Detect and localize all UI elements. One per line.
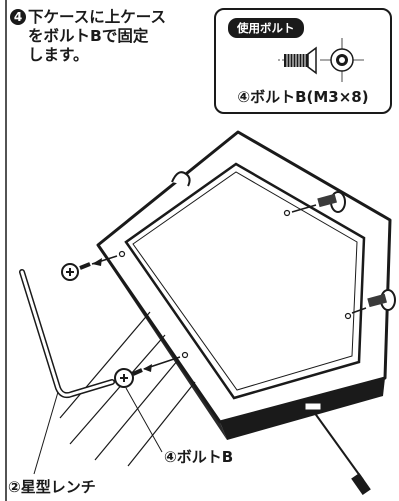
bolt-left-top xyxy=(61,255,118,281)
step-line-2: をボルトBで固定 xyxy=(28,27,149,45)
bolt-hole-right-top xyxy=(283,209,291,217)
wrench-callout: ②星型レンチ xyxy=(8,478,96,496)
bolt-leader xyxy=(125,387,163,453)
bolt-hole-left-bottom xyxy=(181,351,189,359)
case-port-slot xyxy=(305,403,321,410)
wrench-leader xyxy=(33,391,59,475)
bolt-right-top xyxy=(291,191,346,213)
bolt-spec-box: 使用ボルト ④ボルトB(M3×8) xyxy=(214,8,392,114)
bolt-right-bottom xyxy=(351,289,396,314)
torx-head-icon xyxy=(320,38,364,82)
bolt-left-bottom xyxy=(114,356,181,388)
bolt-callout: ④ボルトB xyxy=(164,448,234,466)
power-cable-icon xyxy=(313,411,371,496)
step-number-badge: 4 xyxy=(10,9,26,25)
case-bottom-edge xyxy=(220,378,385,440)
bolt-hole-left-top xyxy=(118,250,126,258)
stand-legs xyxy=(59,311,196,467)
flat-head-bolt-icon xyxy=(278,46,317,75)
spec-illustration xyxy=(278,38,364,82)
bolt-hole-right-bottom xyxy=(344,312,352,320)
spec-tag: 使用ボルト xyxy=(228,18,304,38)
case-screen-window xyxy=(124,162,366,400)
case-notch xyxy=(171,171,191,187)
tablet-case xyxy=(96,130,392,440)
spec-bolt-label: ④ボルトB(M3×8) xyxy=(237,88,369,106)
step-line-1-text: 下ケースに上ケース xyxy=(28,8,166,26)
hex-key-wrench-icon xyxy=(19,269,115,399)
step-line-3: します。 xyxy=(28,46,89,64)
case-screen-inner xyxy=(132,171,358,391)
